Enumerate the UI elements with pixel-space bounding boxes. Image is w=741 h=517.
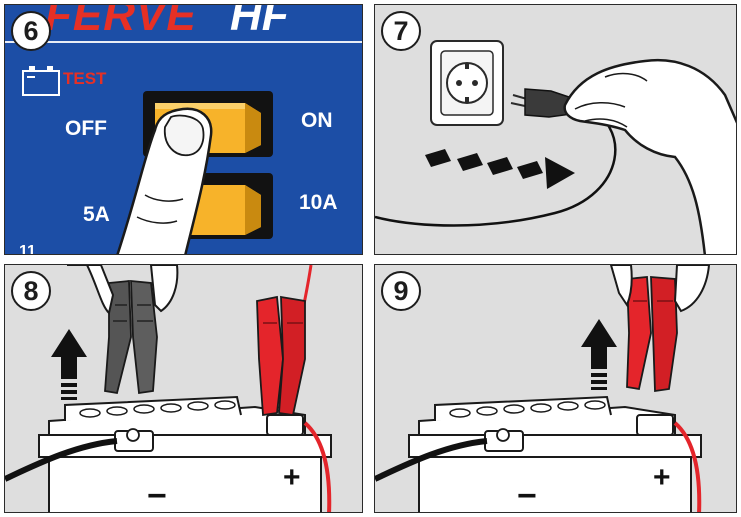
minus-sign: −	[147, 477, 167, 513]
test-label: TEST	[63, 69, 107, 88]
panel-step-7: 7	[374, 4, 737, 255]
remove-red-clamp-illustration	[375, 265, 711, 512]
panel-step-6: 11 FERVE HF TEST OFF ON 5A 10A 6	[4, 4, 363, 255]
amperage-high-label: 10A	[299, 191, 338, 214]
unplug-illustration	[375, 40, 736, 254]
red-clamp	[256, 295, 306, 417]
step-number-badge: 7	[381, 11, 421, 51]
charger-front-illustration: 11	[5, 41, 362, 255]
lift-arrow-icon	[51, 329, 87, 400]
minus-sign: −	[517, 477, 537, 513]
hand-illustration	[563, 58, 736, 254]
off-label: OFF	[65, 117, 107, 140]
plus-sign: +	[283, 461, 301, 494]
battery-icon	[22, 66, 60, 96]
panel-step-9: − + 9	[374, 264, 737, 513]
step-number-badge: 8	[11, 271, 51, 311]
on-label: ON	[301, 109, 333, 132]
step-number-badge: 9	[381, 271, 421, 311]
panel-step-8: − + 8	[4, 264, 363, 513]
plus-sign: +	[653, 461, 671, 494]
red-clamp	[626, 276, 678, 393]
svg-text:11: 11	[19, 243, 36, 255]
hand-illustration	[609, 265, 711, 313]
black-clamp	[104, 280, 158, 395]
finger-illustration	[116, 107, 213, 254]
wall-socket	[430, 40, 504, 126]
step-number-badge: 6	[11, 11, 51, 51]
model-name: HF	[230, 4, 289, 40]
remove-clamps-illustration	[5, 265, 332, 512]
pull-arrow-icon	[425, 149, 575, 189]
lift-arrow-icon	[581, 319, 617, 390]
brand-name: FERVE	[45, 4, 197, 40]
battery	[408, 395, 702, 512]
amperage-low-label: 5A	[83, 203, 110, 226]
hand-illustration	[67, 265, 179, 315]
